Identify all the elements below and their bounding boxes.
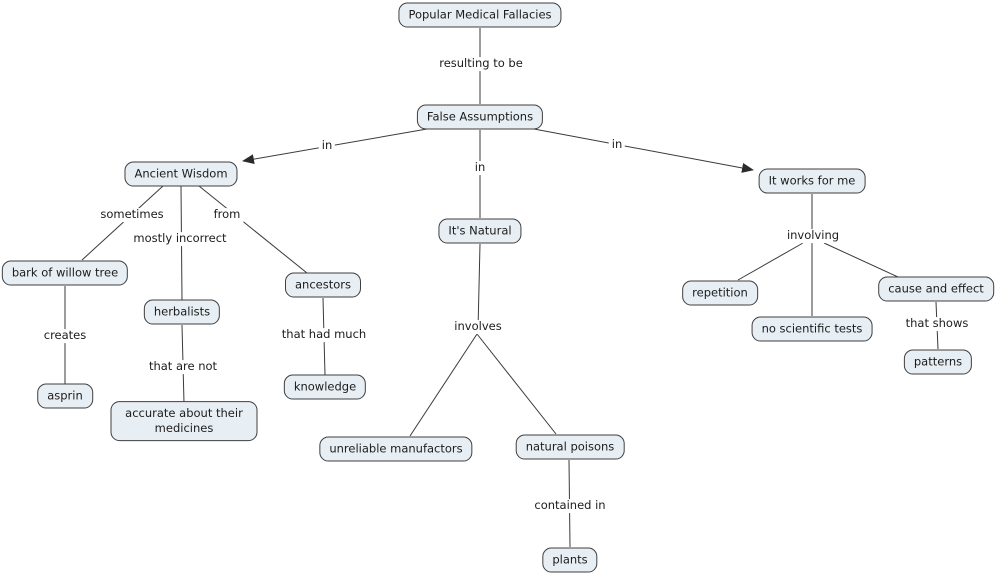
edge-label-that-shows[interactable]: that shows bbox=[902, 316, 972, 331]
node-repetition[interactable]: repetition bbox=[682, 280, 758, 306]
edge-label-in-left[interactable]: in bbox=[318, 138, 336, 153]
node-herbalists[interactable]: herbalists bbox=[143, 299, 221, 325]
node-popular-medical-fallacies[interactable]: Popular Medical Fallacies bbox=[398, 2, 562, 28]
edge-label-resulting-to-be[interactable]: resulting to be bbox=[436, 56, 526, 71]
edge-label-from[interactable]: from bbox=[210, 207, 244, 222]
node-bark-of-willow-tree[interactable]: bark of willow tree bbox=[1, 260, 129, 286]
node-asprin[interactable]: asprin bbox=[37, 383, 93, 409]
node-plants[interactable]: plants bbox=[542, 547, 598, 573]
node-accurate-about-their-medicines[interactable]: accurate about their medicines bbox=[110, 401, 258, 441]
node-patterns[interactable]: patterns bbox=[903, 349, 973, 375]
node-ancient-wisdom[interactable]: Ancient Wisdom bbox=[124, 161, 238, 187]
node-natural-poisons[interactable]: natural poisons bbox=[515, 434, 625, 460]
node-knowledge[interactable]: knowledge bbox=[283, 374, 367, 400]
node-it-works-for-me[interactable]: It works for me bbox=[758, 168, 866, 194]
edge-label-in-right[interactable]: in bbox=[608, 137, 626, 152]
edge-label-in-middle[interactable]: in bbox=[471, 160, 489, 175]
node-its-natural[interactable]: It's Natural bbox=[438, 218, 522, 244]
node-ancestors[interactable]: ancestors bbox=[285, 272, 361, 298]
edge-label-sometimes[interactable]: sometimes bbox=[97, 207, 167, 222]
edge-label-that-are-not[interactable]: that are not bbox=[145, 359, 221, 374]
edge-label-mostly-incorrect[interactable]: mostly incorrect bbox=[130, 231, 230, 246]
edge-label-that-had-much[interactable]: that had much bbox=[278, 327, 370, 342]
node-unreliable-manufactors[interactable]: unreliable manufactors bbox=[319, 436, 473, 462]
edge-label-involves[interactable]: involves bbox=[451, 319, 505, 334]
edge-label-creates[interactable]: creates bbox=[40, 328, 90, 343]
edge-label-involving[interactable]: involving bbox=[783, 228, 843, 243]
node-false-assumptions[interactable]: False Assumptions bbox=[416, 104, 544, 130]
node-no-scientific-tests[interactable]: no scientific tests bbox=[751, 316, 873, 342]
node-cause-and-effect[interactable]: cause and effect bbox=[878, 276, 994, 302]
edge-label-contained-in[interactable]: contained in bbox=[531, 498, 609, 513]
